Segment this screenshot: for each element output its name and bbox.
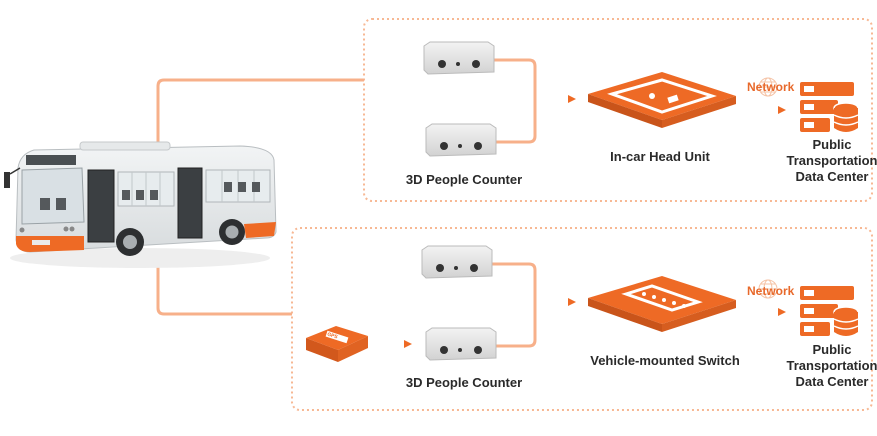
gps-arrowhead [404,340,412,348]
top-network-globe-icon [758,77,778,97]
top-sensor-merge-line [494,58,537,144]
bottom-network-arrowhead [778,308,786,316]
bus-to-top-connector [156,78,364,145]
bottom-group-frame [291,227,873,411]
bottom-hub-label: Vehicle-mounted Switch [590,353,740,368]
bottom-camera-2 [425,327,497,361]
switch-icon [588,276,736,332]
bottom-sensor-merge-line [492,262,537,348]
bottom-datacenter-line-1: Public [812,342,852,357]
top-network-arrowhead [778,106,786,114]
top-datacenter-line-1: Public [812,137,852,152]
top-hub-arrowhead [568,95,576,103]
top-datacenter-line-3: Data Center [795,169,869,184]
bottom-hub-arrowhead [568,298,576,306]
bottom-datacenter-icon [800,286,859,336]
bottom-camera-1 [421,245,493,279]
gps-box-icon [306,326,368,362]
top-hub-label: In-car Head Unit [610,149,710,164]
bottom-sensor-label: 3D People Counter [405,375,523,390]
bottom-network-globe-icon [758,279,778,299]
top-network-label: Network [747,80,795,94]
head-unit-icon [588,72,736,128]
bottom-datacenter-line-3: Data Center [795,374,869,389]
top-sensor-label: 3D People Counter [405,172,523,187]
top-camera-1 [423,41,495,75]
bottom-datacenter-line-2: Transportation [786,358,877,373]
bottom-datacenter-label: Public Transportation Data Center [777,342,877,390]
city-bus-image [4,141,277,268]
bottom-network-label: Network [747,284,795,298]
top-datacenter-icon [800,82,859,132]
bus-to-bottom-connector [156,255,292,316]
top-datacenter-line-2: Transportation [786,153,877,168]
top-group-frame [363,18,873,202]
top-datacenter-label: Public Transportation Data Center [777,137,877,185]
top-camera-2 [425,123,497,157]
